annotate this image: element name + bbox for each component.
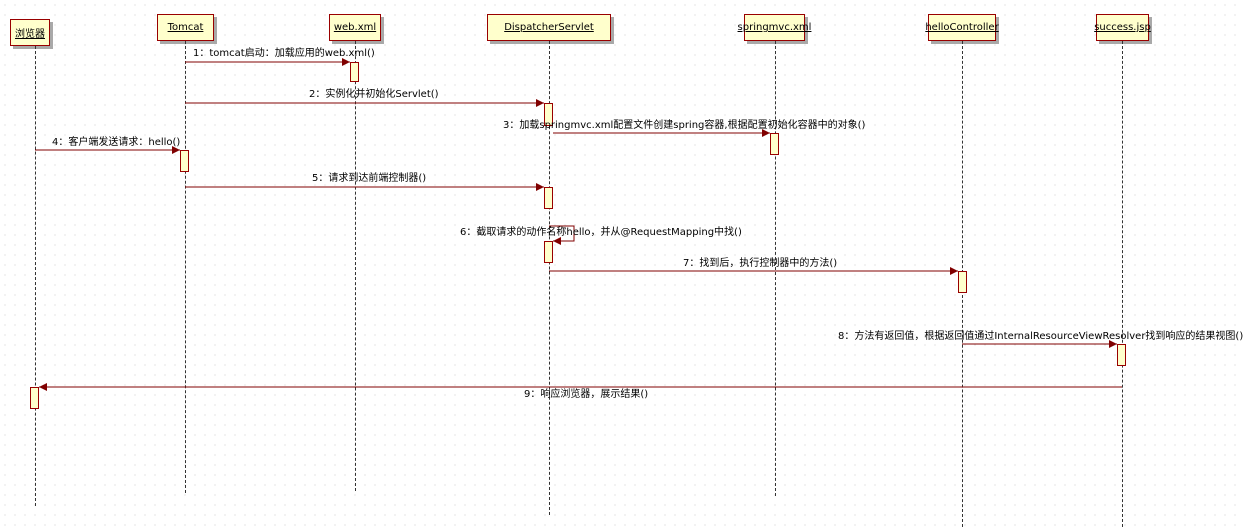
lifeline-successjsp-box[interactable]: success.jsp: [1094, 14, 1151, 41]
lifeline-springmvcxml-box[interactable]: springmvc.xml: [738, 14, 811, 41]
lifeline-webxml: [355, 41, 356, 491]
lifeline-browser: [35, 46, 36, 506]
activation-dispatcherservlet-1: [544, 103, 553, 126]
lifeline-dispatcherservlet: [549, 41, 550, 515]
message-label-5: 5：请求到达前端控制器(): [312, 173, 427, 184]
activation-webxml: [350, 62, 359, 82]
lifeline-tomcat: [185, 41, 186, 493]
activation-tomcat: [180, 150, 189, 172]
activation-hellocontroller: [958, 271, 967, 293]
message-label-2: 2：实例化并初始化Servlet(): [309, 89, 439, 100]
message-label-4: 4：客户端发送请求：hello(): [52, 137, 181, 148]
lifeline-tomcat-box[interactable]: Tomcat: [157, 14, 214, 41]
lifeline-browser-box[interactable]: 浏览器: [10, 19, 50, 46]
message-label-6: 6：截取请求的动作名称hello，并从@RequestMapping中找(): [460, 227, 742, 238]
lifeline-springmvcxml: [775, 41, 776, 496]
message-label-7: 7：找到后，执行控制器中的方法(): [683, 258, 838, 269]
activation-springmvcxml: [770, 133, 779, 155]
lifeline-successjsp: [1122, 41, 1123, 527]
message-label-3: 3：加载springmvc.xml配置文件创建spring容器,根据配置初始化容…: [503, 120, 866, 131]
message-label-9: 9：响应浏览器，展示结果(): [524, 389, 649, 400]
activation-dispatcherservlet-2: [544, 187, 553, 209]
activation-dispatcherservlet-3: [544, 241, 553, 263]
activation-browser: [30, 387, 39, 409]
activation-successjsp: [1117, 344, 1126, 366]
message-label-1: 1：tomcat启动：加载应用的web.xml(): [193, 48, 375, 59]
lifeline-hellocontroller-box[interactable]: helloController: [925, 14, 999, 41]
message-arrow-6: [549, 225, 575, 245]
lifeline-dispatcherservlet-box[interactable]: DispatcherServlet: [487, 14, 611, 41]
message-label-8: 8：方法有返回值，根据返回值通过InternalResourceViewReso…: [838, 331, 1243, 342]
lifeline-webxml-box[interactable]: web.xml: [329, 14, 381, 41]
